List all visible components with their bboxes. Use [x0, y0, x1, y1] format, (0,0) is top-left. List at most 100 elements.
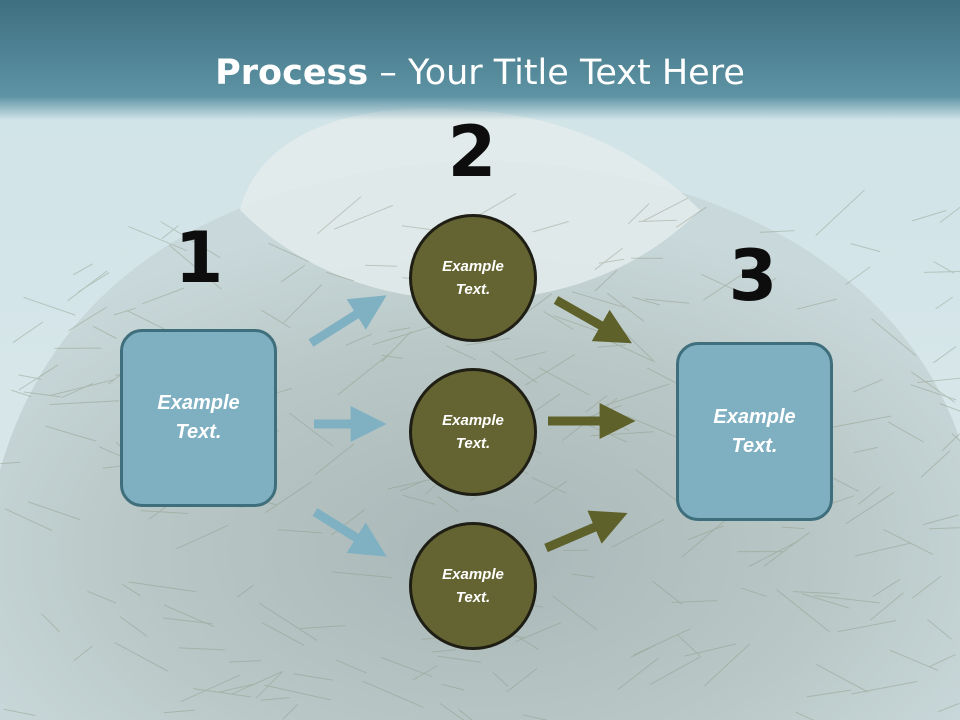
straw-stroke	[381, 331, 412, 363]
straw-stroke	[911, 210, 947, 222]
straw-stroke	[852, 379, 883, 393]
straw-stroke	[926, 619, 952, 640]
straw-stroke	[872, 578, 901, 598]
arrow-icon-1-to-top	[308, 295, 387, 347]
straw-stroke	[441, 683, 465, 691]
arrow-icon-top-to-3	[553, 296, 632, 344]
straw-stroke	[119, 616, 148, 637]
straw-stroke	[465, 337, 511, 346]
straw-stroke	[929, 654, 956, 668]
straw-stroke	[458, 709, 473, 720]
straw-stroke	[11, 389, 32, 398]
straw-stroke	[61, 382, 94, 399]
straw-stroke	[920, 450, 951, 478]
straw-stroke	[289, 412, 334, 447]
straw-stroke	[364, 264, 397, 267]
straw-stroke	[627, 203, 650, 225]
straw-stroke	[515, 351, 547, 360]
straw-stroke	[128, 225, 188, 252]
straw-stroke	[911, 371, 956, 403]
straw-stroke	[816, 663, 869, 693]
straw-stroke	[382, 354, 403, 359]
straw-stroke	[299, 625, 346, 629]
straw-stroke	[531, 477, 567, 494]
straw-stroke	[681, 515, 732, 558]
straw-stroke	[814, 595, 880, 604]
straw-stroke	[937, 702, 960, 713]
straw-stroke	[87, 590, 117, 604]
straw-stroke	[163, 604, 215, 628]
straw-stroke	[801, 593, 850, 609]
straw-stroke	[676, 206, 707, 228]
straw-stroke	[923, 514, 959, 526]
straw-stroke	[439, 703, 465, 720]
straw-stroke	[858, 486, 881, 505]
straw-stroke	[759, 230, 795, 233]
straw-stroke	[935, 296, 954, 310]
title-bold: Process	[215, 53, 369, 93]
straw-stroke	[176, 524, 229, 550]
step-2-label-top: Example Text.	[442, 258, 504, 298]
straw-stroke	[776, 589, 831, 633]
straw-stroke	[331, 571, 392, 579]
straw-stroke	[283, 284, 323, 324]
straw-stroke	[649, 656, 701, 686]
straw-stroke	[939, 206, 960, 223]
straw-stroke	[260, 697, 290, 701]
straw-stroke	[180, 674, 241, 703]
straw-stroke	[929, 527, 960, 530]
straw-stroke	[163, 617, 213, 625]
straw-stroke	[128, 581, 197, 593]
straw-stroke	[796, 298, 837, 310]
step-number-1: 1	[174, 217, 224, 299]
straw-stroke	[317, 196, 362, 235]
straw-stroke	[533, 480, 567, 505]
straw-stroke	[45, 425, 97, 442]
straw-stroke	[160, 221, 221, 259]
straw-stroke	[933, 345, 957, 364]
step-3-box: Example Text.	[676, 342, 833, 521]
straw-stroke	[400, 479, 426, 492]
step-1-box: Example Text.	[120, 329, 277, 507]
straw-stroke	[261, 622, 305, 646]
straw-stroke	[642, 197, 689, 222]
straw-stroke	[594, 247, 624, 271]
straw-stroke	[92, 325, 117, 339]
straw-stroke	[795, 711, 815, 720]
straw-stroke	[532, 221, 569, 233]
straw-stroke	[431, 649, 457, 653]
straw-stroke	[282, 704, 299, 720]
straw-stroke	[793, 591, 840, 595]
straw-stroke	[23, 296, 76, 316]
straw-stroke	[68, 306, 108, 332]
straw-stroke	[18, 374, 42, 380]
straw-stroke	[259, 602, 318, 641]
straw-stroke	[538, 367, 590, 396]
straw-stroke	[121, 583, 141, 597]
straw-stroke	[869, 592, 904, 621]
straw-stroke	[606, 292, 645, 322]
straw-stroke	[911, 576, 942, 599]
straw-stroke	[910, 384, 957, 401]
straw-stroke	[883, 529, 934, 555]
straw-stroke	[372, 324, 436, 346]
straw-stroke	[646, 367, 681, 386]
straw-stroke	[740, 587, 767, 597]
straw-stroke	[887, 421, 924, 443]
step-number-3: 3	[728, 235, 778, 317]
straw-stroke	[635, 469, 679, 503]
straw-stroke	[265, 481, 312, 514]
page-title: Process – Your Title Text Here	[0, 50, 960, 96]
straw-stroke	[939, 403, 960, 412]
straw-stroke	[49, 400, 120, 405]
step-2-label-bottom: Example Text.	[442, 566, 504, 606]
title-bar	[0, 0, 960, 120]
straw-stroke	[261, 309, 291, 329]
straw-stroke	[72, 263, 94, 276]
straw-stroke	[12, 321, 44, 344]
straw-stroke	[806, 689, 852, 698]
straw-stroke	[597, 344, 627, 348]
straw-stroke	[851, 680, 918, 695]
straw-stroke	[437, 655, 482, 663]
